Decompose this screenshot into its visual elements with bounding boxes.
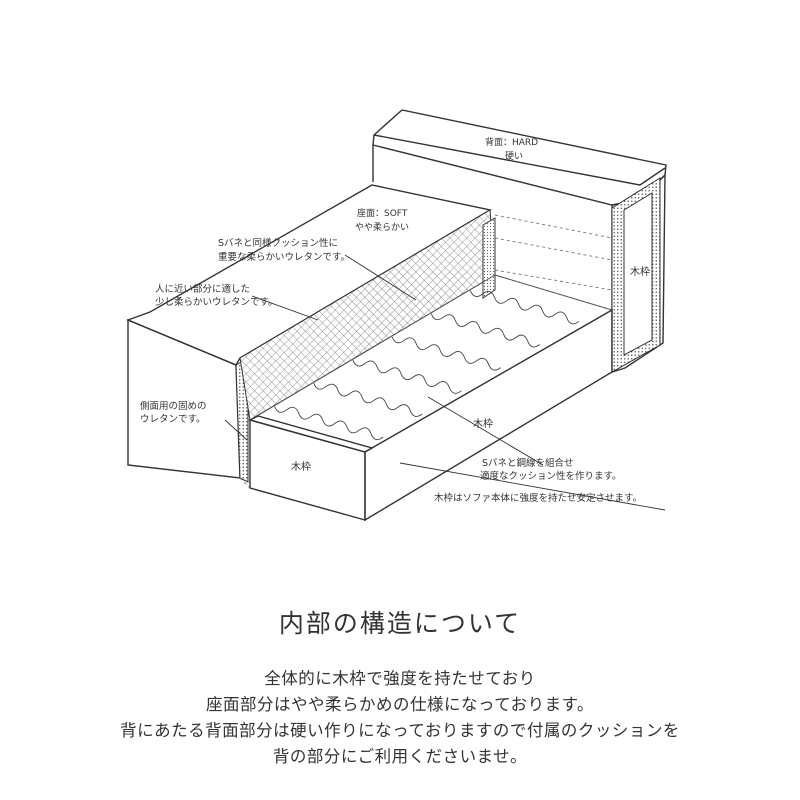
section-title: 内部の構造について — [278, 609, 522, 638]
description-line: 座面部分はやや柔らかめの仕様になっております。 — [205, 695, 595, 714]
description-line: 背の部分にご利用くださいませ。 — [272, 747, 528, 766]
back-label-1: 背面：HARD — [485, 136, 538, 148]
spring-urethane-2: 重要な柔らかいウレタンです。 — [218, 251, 350, 263]
s-spring — [313, 383, 423, 417]
section-description: 全体的に木枠で強度を持たせており 座面部分はやや柔らかめの仕様になっております。… — [0, 666, 800, 770]
front-frame — [248, 308, 613, 522]
near-urethane-2: 少し柔らかいウレタンです。 — [155, 297, 278, 308]
description-line: 全体的に木枠で強度を持たせており — [264, 669, 536, 688]
side-urethane-1: 側面用の固めの — [140, 400, 207, 412]
springs-note-2: 適度なクッション性を作ります。 — [480, 470, 622, 482]
seat-label-2: やや柔らかい — [355, 222, 409, 233]
s-spring — [391, 336, 501, 371]
back-label-2: 硬い — [505, 151, 523, 162]
seat-label-1: 座面：SOFT — [357, 207, 408, 219]
springs-note-1: Sバネと鋼線を組合せ — [482, 457, 574, 469]
leader-lines — [224, 254, 666, 511]
frame-back-label: 木枠 — [630, 265, 650, 278]
frame-side-label: 木枠 — [473, 417, 493, 430]
near-urethane-1: 人に近い部分に適した — [155, 283, 250, 295]
frame-note: 木枠はソファ本体に強度を持たせ安定させます。 — [434, 492, 642, 504]
s-spring — [469, 290, 580, 325]
side-urethane-2: ウレタンです。 — [140, 414, 206, 425]
s-spring — [430, 313, 540, 348]
frame-front-label: 木枠 — [291, 460, 311, 473]
s-spring — [352, 359, 462, 394]
s-spring — [274, 406, 384, 441]
spring-urethane-1: Sバネと同様クッション性に — [218, 237, 338, 249]
description-line: 背にあたる背面部分は硬い作りになっておりますので付属のクッションを — [120, 721, 680, 740]
sofa-structure-diagram: 背面：HARD 硬い 座面：SOFT やや柔らかい Sバネと同様クッション性に … — [126, 109, 667, 522]
backrest-frame — [611, 177, 661, 373]
